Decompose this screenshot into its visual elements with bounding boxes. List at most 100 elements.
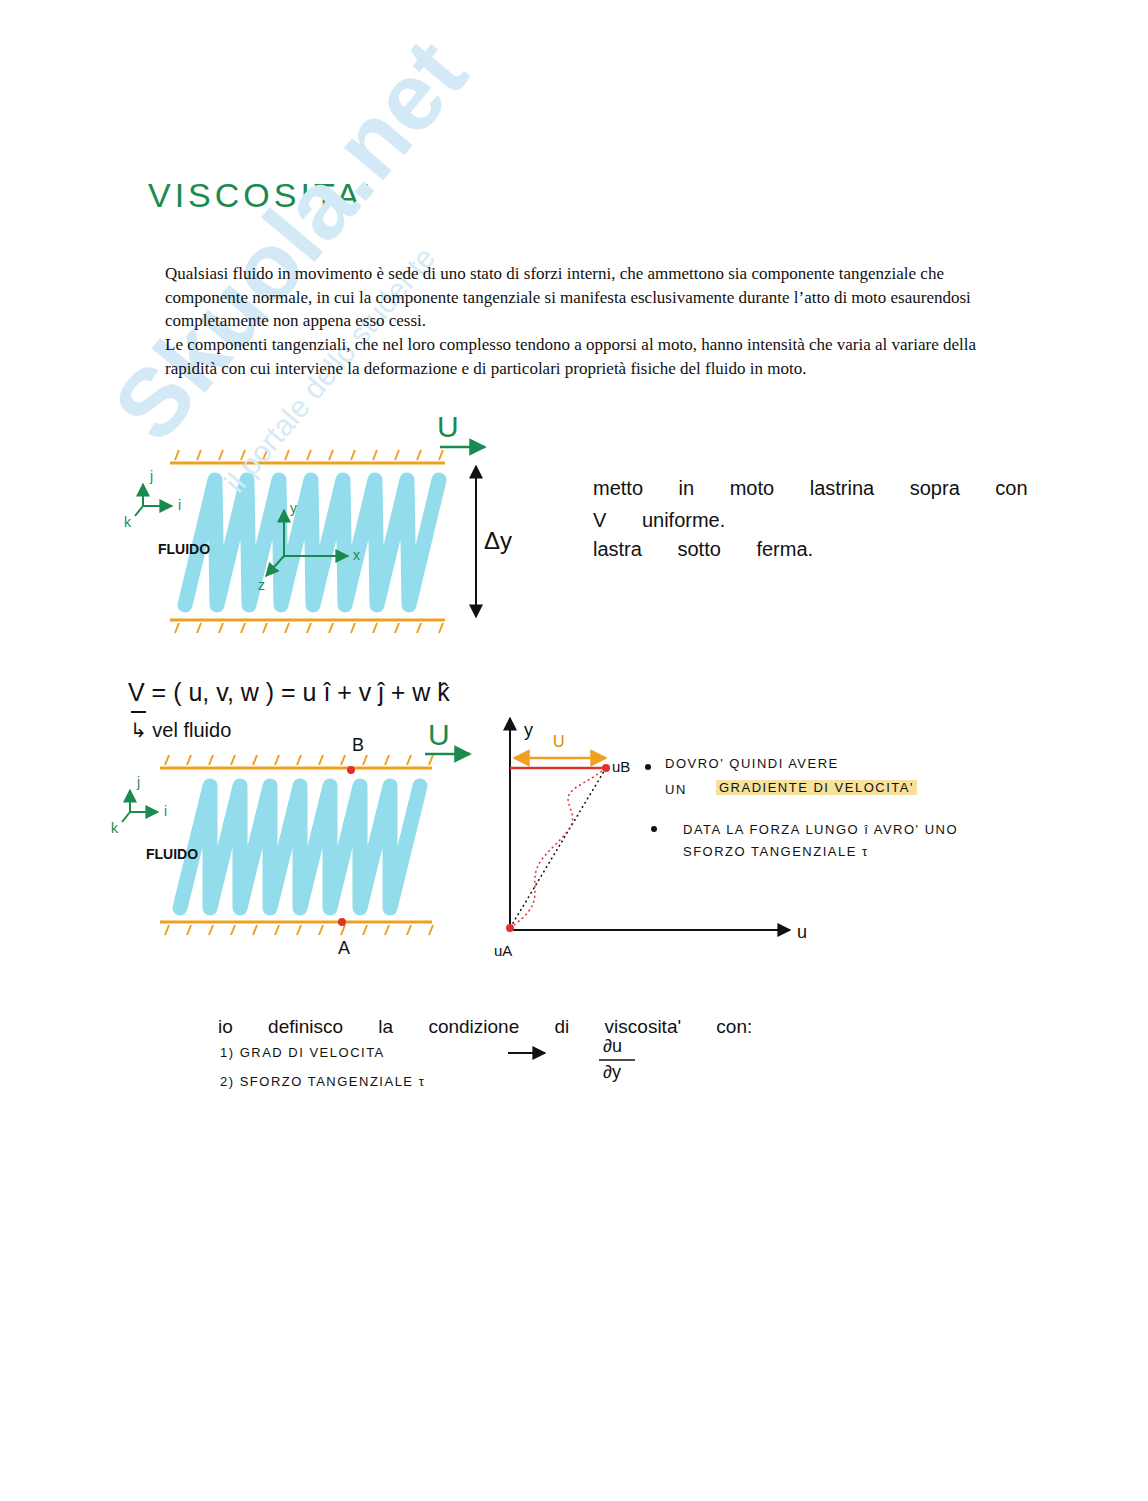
upper-plate — [160, 767, 432, 770]
paragraph: Qualsiasi fluido in movimento è sede di … — [165, 262, 995, 333]
handwritten-note: 2) SFORZO TANGENZIALE τ — [220, 1074, 425, 1089]
hatch-stroke — [165, 755, 169, 765]
axis-label: k — [111, 820, 118, 836]
handwritten-note: ↳ vel fluido — [130, 718, 231, 742]
vector-underline — [131, 711, 146, 713]
hatch-stroke — [285, 450, 289, 460]
fluid-stroke — [180, 786, 420, 908]
hatch-stroke — [319, 925, 323, 935]
hatch-stroke — [351, 450, 355, 460]
hatch-stroke — [341, 755, 345, 765]
lower-plate — [170, 619, 445, 622]
velocity-label: U — [428, 718, 450, 752]
hatch-stroke — [439, 450, 443, 460]
hatch-stroke — [439, 623, 443, 633]
axis-label: i — [178, 497, 181, 513]
axis-label: uB — [612, 758, 630, 775]
handwritten-note: metto in moto lastrina sopra con V unifo… — [593, 472, 1043, 536]
handwritten-note: DATA LA FORZA LUNGO î AVRO' UNO SFORZO T… — [683, 819, 1003, 863]
equation: V = ( u, v, w ) = u î + v ĵ + w k̂ — [128, 678, 450, 707]
hatch-stroke — [395, 623, 399, 633]
gap-dimension — [475, 466, 477, 617]
hatch-stroke — [307, 623, 311, 633]
hatch-stroke — [253, 925, 257, 935]
axis-label: y — [290, 500, 297, 516]
hatch-stroke — [297, 755, 301, 765]
hatch-stroke — [363, 755, 367, 765]
hatch-stroke — [219, 450, 223, 460]
hatch-stroke — [407, 755, 411, 765]
velocity-arrow — [440, 446, 485, 449]
fluid-label: FLUIDO — [146, 846, 198, 862]
hatch-stroke — [165, 925, 169, 935]
hatch-stroke — [285, 623, 289, 633]
handwritten-note: 1) GRAD DI VELOCITA — [220, 1045, 385, 1060]
axes — [122, 484, 348, 822]
linear-profile — [510, 768, 606, 928]
bullet — [651, 826, 657, 832]
hatch-stroke — [241, 623, 245, 633]
velocity-line — [510, 767, 606, 770]
axis-label: z — [258, 577, 265, 593]
axis-label: j — [150, 468, 153, 484]
chart-axis — [509, 718, 511, 930]
velocity-label: U — [553, 733, 565, 751]
point-marker — [338, 918, 346, 926]
hatch-stroke — [275, 755, 279, 765]
hatch-stroke — [297, 925, 301, 935]
hatch-stroke — [329, 623, 333, 633]
hatch-stroke — [429, 755, 433, 765]
fraction-part: ∂y — [603, 1062, 621, 1083]
hatch-stroke — [197, 623, 201, 633]
axis-label: y — [524, 720, 533, 741]
profile-curve — [510, 768, 606, 928]
fluid-stroke — [185, 480, 439, 605]
fraction-bar — [599, 1059, 635, 1061]
velocity-arrow — [425, 753, 470, 756]
hatch-stroke — [197, 450, 201, 460]
chart-axis — [510, 929, 790, 931]
fraction-part: ∂u — [603, 1036, 622, 1057]
lower-plate — [160, 921, 432, 924]
highlighted-note: GRADIENTE DI VELOCITA' — [716, 780, 917, 795]
hatch-stroke — [373, 623, 377, 633]
hatch-stroke — [175, 623, 179, 633]
hatch-stroke — [253, 755, 257, 765]
hatch-stroke — [429, 925, 433, 935]
hatch-stroke — [209, 755, 213, 765]
hatch-stroke — [209, 925, 213, 935]
hatch-stroke — [385, 755, 389, 765]
hatch-stroke — [341, 925, 345, 935]
upper-plate — [170, 462, 445, 465]
axis-label: u — [797, 922, 807, 943]
hatch-stroke — [373, 450, 377, 460]
hatch-stroke — [329, 450, 333, 460]
axis-label: uA — [494, 942, 512, 959]
point-marker — [506, 924, 514, 932]
hatch-stroke — [351, 623, 355, 633]
hatch-stroke — [307, 450, 311, 460]
hatch-stroke — [219, 623, 223, 633]
handwritten-note: io definisco la condizione di viscosita'… — [218, 1016, 752, 1038]
hatch-stroke — [231, 925, 235, 935]
hatch-stroke — [187, 925, 191, 935]
dimension-label: Δy — [484, 527, 512, 555]
point-marker — [347, 766, 355, 774]
hatch-stroke — [385, 925, 389, 935]
hatch-stroke — [275, 925, 279, 935]
hatch-stroke — [187, 755, 191, 765]
axis-label: j — [137, 774, 140, 790]
hatch-stroke — [417, 623, 421, 633]
velocity-profile — [510, 768, 606, 928]
hatch-stroke — [319, 755, 323, 765]
handwritten-note: UN — [665, 782, 687, 797]
hatch-stroke — [363, 925, 367, 935]
axis-label: k — [124, 514, 131, 530]
hatch-stroke — [407, 925, 411, 935]
point-label: B — [352, 735, 364, 756]
hatch-stroke — [417, 450, 421, 460]
point-marker — [602, 764, 610, 772]
hatch-stroke — [395, 450, 399, 460]
